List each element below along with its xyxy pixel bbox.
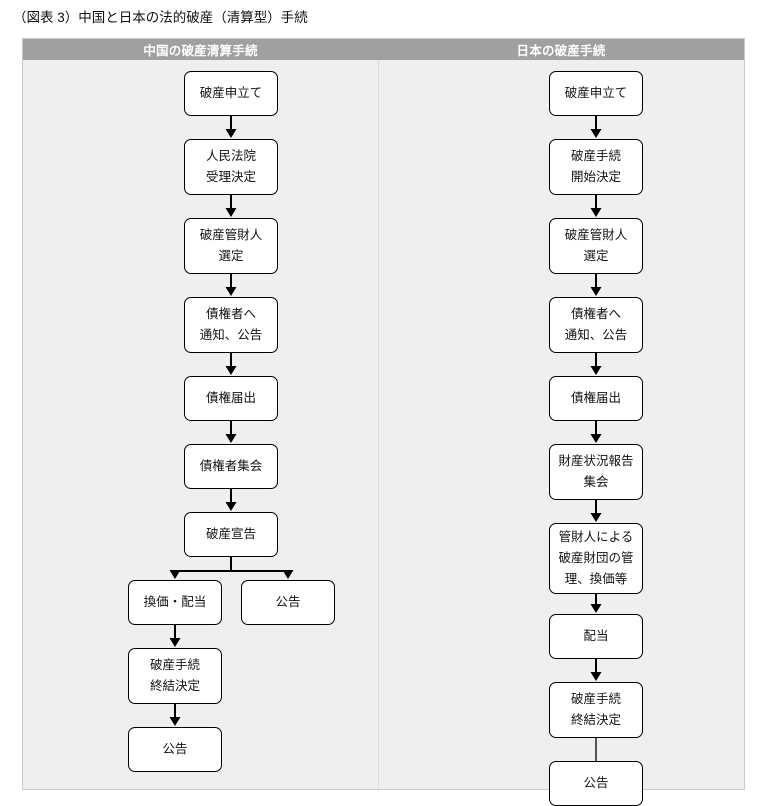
node-label-line: 公告 bbox=[275, 595, 301, 609]
node-label-line: 公告 bbox=[162, 742, 188, 756]
node-label-line: 破産財団の管 bbox=[558, 551, 634, 565]
arrow-head bbox=[590, 513, 602, 522]
node-label-line: 債権届出 bbox=[570, 391, 621, 405]
arrow-head bbox=[590, 208, 602, 217]
connector-layer bbox=[169, 116, 602, 761]
node-label-line: 選定 bbox=[218, 249, 244, 263]
japan-node-9: 破産手続終結決定 bbox=[549, 682, 643, 738]
arrow-head bbox=[590, 434, 602, 443]
china-node-10: 破産手続終結決定 bbox=[128, 648, 222, 704]
node-label-line: 管財人による bbox=[558, 530, 634, 544]
node-label-line: 公告 bbox=[583, 776, 609, 790]
node-label-line: 破産申立て bbox=[564, 86, 628, 100]
node-label-line: 開始決定 bbox=[570, 170, 621, 184]
node-label-line: 債権者へ bbox=[205, 307, 256, 321]
node-layer: 破産申立て人民法院受理決定破産管財人選定債権者へ通知、公告債権届出債権者集会破産… bbox=[23, 60, 744, 806]
node-label-line: 通知、公告 bbox=[564, 328, 628, 342]
arrow-head bbox=[590, 366, 602, 375]
column-header-china: 中国の破産清算手続 bbox=[143, 44, 258, 58]
china-node-3: 破産管財人選定 bbox=[184, 218, 278, 274]
node-label-line: 通知、公告 bbox=[199, 328, 263, 342]
japan-node-10: 公告 bbox=[549, 761, 643, 806]
node-label-line: 終結決定 bbox=[149, 679, 200, 693]
flow-canvas: 破産申立て人民法院受理決定破産管財人選定債権者へ通知、公告債権届出債権者集会破産… bbox=[23, 60, 744, 806]
arrow-head bbox=[225, 287, 237, 296]
node-label-line: 破産手続 bbox=[570, 149, 621, 163]
arrow-head bbox=[169, 638, 181, 647]
japan-node-3: 破産管財人選定 bbox=[549, 218, 643, 274]
node-label-line: 集会 bbox=[583, 475, 609, 489]
japan-node-1: 破産申立て bbox=[549, 71, 643, 116]
japan-node-4: 債権者へ通知、公告 bbox=[549, 297, 643, 353]
flowchart-panel: 中国の破産清算手続 日本の破産手続 破産申立て人民法院受理決定破産管財人選定債権… bbox=[22, 38, 745, 806]
node-label-line: 破産管財人 bbox=[199, 228, 263, 242]
arrow-head bbox=[225, 502, 237, 511]
japan-node-7: 管財人による破産財団の管理、換価等 bbox=[549, 523, 643, 594]
node-label-line: 破産手続 bbox=[570, 692, 621, 706]
japan-node-5: 債権届出 bbox=[549, 376, 643, 421]
node-label-line: 債権者へ bbox=[570, 307, 621, 321]
china-node-6: 債権者集会 bbox=[184, 444, 278, 489]
column-header-row: 中国の破産清算手続 日本の破産手続 bbox=[23, 39, 744, 60]
japan-node-6: 財産状況報告集会 bbox=[549, 444, 643, 500]
china-node-9: 公告 bbox=[241, 580, 335, 625]
arrow-head bbox=[590, 287, 602, 296]
arrow-head bbox=[225, 434, 237, 443]
arrow-head bbox=[169, 717, 181, 726]
arrow-head bbox=[590, 672, 602, 681]
arrow-head bbox=[282, 570, 294, 579]
arrow-head bbox=[169, 570, 181, 579]
node-label-line: 破産手続 bbox=[149, 658, 200, 672]
node-label-line: 受理決定 bbox=[205, 170, 256, 184]
node-label-line: 破産申立て bbox=[199, 86, 263, 100]
column-divider bbox=[378, 60, 379, 791]
china-node-1: 破産申立て bbox=[184, 71, 278, 116]
node-label-line: 人民法院 bbox=[205, 149, 256, 163]
node-label-line: 選定 bbox=[583, 249, 609, 263]
china-node-7: 破産宣告 bbox=[184, 512, 278, 557]
column-header-japan: 日本の破産手続 bbox=[516, 44, 606, 58]
node-label-line: 債権者集会 bbox=[199, 459, 263, 473]
china-node-5: 債権届出 bbox=[184, 376, 278, 421]
node-label-line: 財産状況報告 bbox=[558, 454, 634, 468]
arrow-head bbox=[590, 129, 602, 138]
arrow-head bbox=[590, 604, 602, 613]
node-label-line: 換価・配当 bbox=[143, 595, 207, 609]
china-node-4: 債権者へ通知、公告 bbox=[184, 297, 278, 353]
arrow-head bbox=[225, 366, 237, 375]
node-label-line: 配当 bbox=[583, 629, 609, 643]
node-label-line: 終結決定 bbox=[570, 713, 621, 727]
arrow-head bbox=[225, 208, 237, 217]
arrow-head bbox=[225, 129, 237, 138]
page-title: （図表 3）中国と日本の法的破産（清算型）手続 bbox=[13, 10, 308, 25]
china-node-11: 公告 bbox=[128, 727, 222, 772]
japan-node-8: 配当 bbox=[549, 614, 643, 659]
node-label-line: 理、換価等 bbox=[564, 572, 628, 586]
node-label-line: 破産宣告 bbox=[205, 527, 256, 541]
china-node-8: 換価・配当 bbox=[128, 580, 222, 625]
node-label-line: 債権届出 bbox=[205, 391, 256, 405]
japan-node-2: 破産手続開始決定 bbox=[549, 139, 643, 195]
node-label-line: 破産管財人 bbox=[564, 228, 628, 242]
china-node-2: 人民法院受理決定 bbox=[184, 139, 278, 195]
